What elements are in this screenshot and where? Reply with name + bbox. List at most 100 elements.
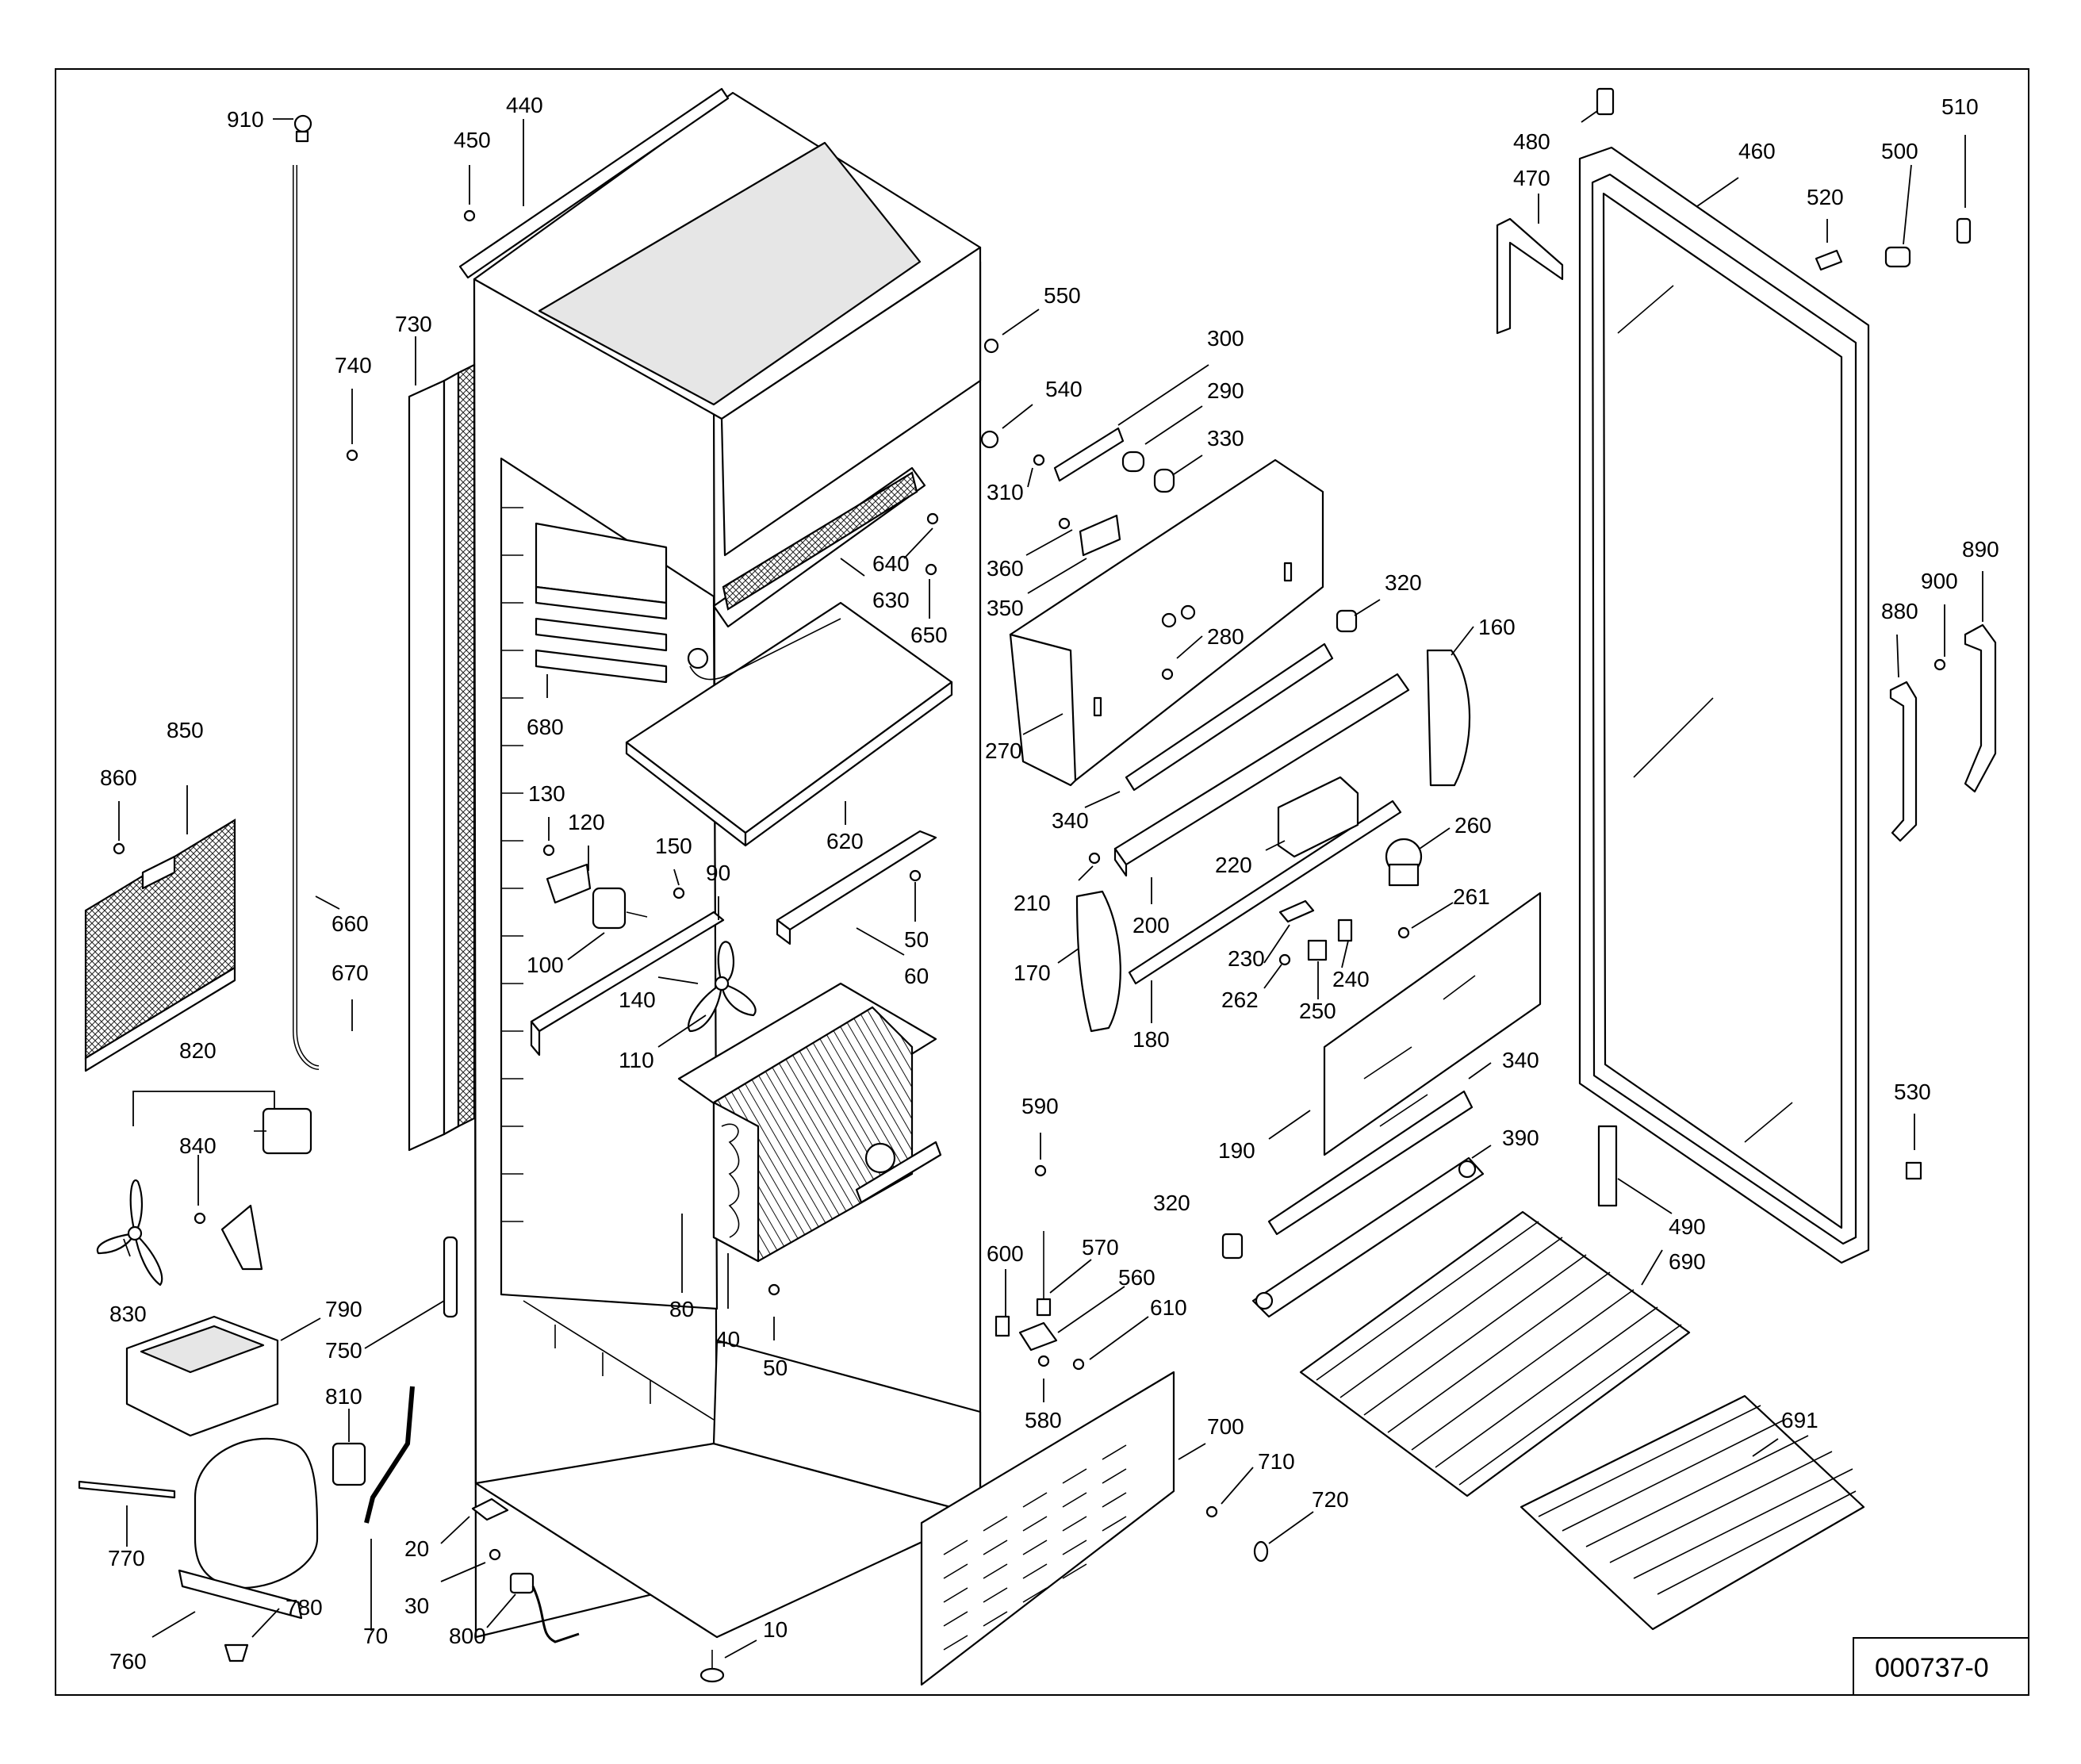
label-550: 550 [1044,283,1081,308]
part-630-air-grille [712,466,926,628]
label-610: 610 [1150,1295,1187,1320]
label-220: 220 [1215,853,1252,877]
label-520: 520 [1807,185,1844,209]
label-730: 730 [395,312,432,336]
label-280: 280 [1207,624,1244,649]
label-250: 250 [1299,999,1336,1023]
label-440: 440 [506,93,543,117]
label-700: 700 [1207,1414,1244,1439]
screw-130 [542,844,555,857]
label-330: 330 [1207,426,1244,451]
part-830-fan-blade [96,1179,163,1287]
label-710: 710 [1258,1449,1295,1474]
part-700-vent-slots [943,1444,1127,1651]
label-490: 490 [1669,1214,1706,1239]
label-850: 850 [167,718,204,742]
part-680-shelf-rails [535,522,668,684]
label-120: 120 [568,810,605,834]
part-691-wire-shelf [1520,1394,1865,1631]
part-480-cap [1596,87,1615,116]
part-180-light-cover [1128,800,1402,985]
label-470: 470 [1513,166,1550,190]
washer-590 [1034,1164,1047,1177]
label-770: 770 [108,1546,145,1570]
label-750: 750 [325,1338,362,1363]
part-500-clip [1884,246,1911,268]
label-290: 290 [1207,378,1244,403]
label-780: 780 [286,1595,323,1620]
part-170-end-cap [1075,890,1121,1033]
label-310: 310 [987,480,1024,504]
part-760-compressor [78,1437,319,1620]
label-760: 760 [109,1649,147,1674]
part-520-plug [1815,249,1843,271]
label-890: 890 [1962,537,1999,562]
label-140: 140 [619,987,656,1012]
label-590: 590 [1021,1094,1059,1118]
screw-610 [1072,1358,1085,1371]
part-190-glass-panel [1323,892,1542,1156]
part-700-kick-plate [920,1371,1175,1686]
part-100-fan-motor [592,887,648,930]
label-350: 350 [987,596,1024,620]
part-330-knob [1153,468,1175,493]
part-340-lamp-tube-lower [1267,1090,1474,1236]
part-780-foot [224,1643,249,1662]
label-640: 640 [872,551,910,576]
part-20-clip [471,1497,509,1521]
part-820-fan-motor [254,1107,312,1155]
label-390: 390 [1502,1126,1539,1150]
screw-740 [346,449,358,462]
label-110: 110 [619,1048,654,1072]
screw-710 [1205,1505,1218,1518]
label-560: 560 [1118,1265,1155,1290]
part-40-evaporator [677,982,942,1263]
label-40: 40 [715,1327,740,1352]
label-460: 460 [1738,139,1776,163]
part-900-screw [1933,658,1946,671]
screw-450 [463,209,476,222]
label-340-lower: 340 [1502,1048,1539,1072]
part-240-starter [1337,918,1353,942]
label-650: 650 [910,623,948,647]
part-800-power-cord [509,1572,580,1643]
part-340-lamp-tube-upper [1125,642,1334,792]
part-350-terminal-block [1079,514,1121,557]
part-910-connector [293,114,312,143]
label-790: 790 [325,1297,362,1321]
part-labels: 910 440 450 730 740 550 540 300 290 330 … [100,93,1999,1674]
label-80: 80 [669,1297,694,1321]
label-150: 150 [655,834,692,858]
label-680: 680 [527,715,564,739]
label-20: 20 [404,1536,429,1561]
label-230: 230 [1228,946,1265,971]
part-890-handle [1964,623,1997,793]
part-660-pipe [293,165,320,1070]
part-600-clip [995,1315,1010,1337]
label-100: 100 [527,953,564,977]
label-130: 130 [528,781,565,806]
label-800: 800 [449,1624,486,1648]
part-300-hinge-plate [1053,427,1125,482]
label-480: 480 [1513,129,1550,154]
part-120-motor-bracket [546,863,592,904]
part-70-pipe [364,1386,415,1524]
nut-550 [983,338,999,354]
label-210: 210 [1014,891,1051,915]
screw-262 [1278,953,1291,966]
part-570-sensor [1036,1231,1052,1317]
part-620-evaporator-tray [625,601,953,847]
label-740: 740 [335,353,372,378]
part-220-ballast [1277,776,1359,858]
label-540: 540 [1045,377,1083,401]
screw-650 [925,563,937,576]
label-320-upper: 320 [1385,570,1422,595]
drawing-number: 000737-0 [1875,1653,1989,1683]
part-260-switch [1385,838,1423,887]
part-810-relay [332,1442,366,1486]
part-320-cap-upper [1336,609,1358,633]
label-60: 60 [904,964,929,988]
part-460-door [1578,146,1870,1264]
label-810: 810 [325,1384,362,1409]
drawing-frame [55,68,2029,1696]
